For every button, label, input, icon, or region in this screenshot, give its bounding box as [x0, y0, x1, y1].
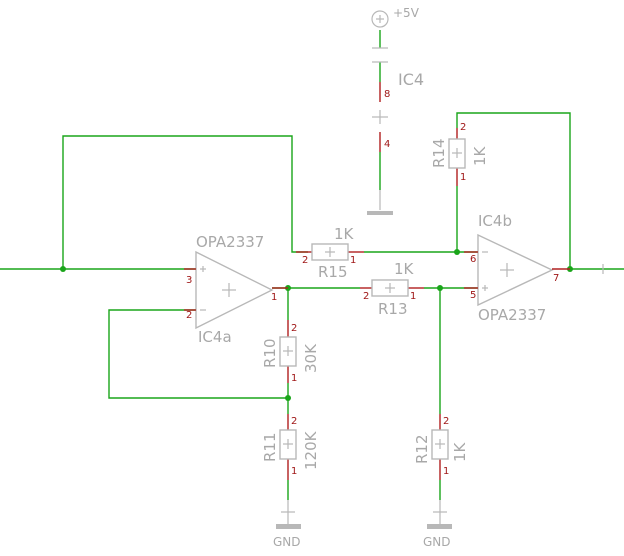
ic4a-value: OPA2337 — [196, 233, 264, 251]
r13-pin-a-number: 2 — [363, 291, 369, 302]
ground-label-right: GND — [423, 535, 451, 549]
ground-symbol-left: GND — [273, 500, 301, 549]
supply-ground-bar — [367, 211, 393, 215]
r10-pin-bottom-number: 1 — [291, 373, 297, 384]
junction-ic4b-plus[interactable] — [437, 285, 443, 291]
r15-pin-b-number: 1 — [350, 255, 356, 266]
junction-ic4b-inv[interactable] — [454, 249, 460, 255]
r15-value: 1K — [334, 225, 355, 243]
ic4-vcc-pin-number: 8 — [384, 89, 390, 100]
power-plus-icon — [371, 10, 389, 28]
output-terminal[interactable] — [570, 264, 624, 274]
r15-pin-a-number: 2 — [302, 255, 308, 266]
wire-r14-feedback[interactable] — [456, 112, 571, 269]
ic4b-pin-plus-number: 5 — [470, 290, 476, 301]
r11-value: 120K — [302, 430, 320, 470]
junctions — [60, 249, 573, 401]
r14-value: 1K — [471, 145, 489, 166]
ground-label-left: GND — [273, 535, 301, 549]
ic4a-pin-plus-number: 3 — [186, 275, 192, 286]
junction-input[interactable] — [60, 266, 66, 272]
supply-voltage-label: +5V — [393, 6, 420, 20]
r13-value: 1K — [394, 260, 415, 278]
supply-symbol: +5V — [371, 6, 420, 63]
ic4-label: IC4 — [398, 70, 424, 89]
ic4b-pin-out-number: 7 — [553, 273, 559, 284]
r10-name: R10 — [261, 338, 279, 368]
r11-pin-top-number: 2 — [291, 416, 297, 427]
r15-name: R15 — [318, 263, 348, 281]
wire-feedback-loop-r15[interactable] — [62, 135, 308, 269]
ic4a-pin-minus-number: 2 — [186, 310, 192, 321]
ic4a-pin-out-number: 1 — [271, 292, 277, 303]
resistor-r12[interactable]: 2 1 R12 1K — [413, 414, 469, 480]
ic4-power-unit: 8 4 IC4 — [367, 70, 424, 215]
junction-r10-r11[interactable] — [285, 395, 291, 401]
r12-pin-top-number: 2 — [443, 416, 449, 427]
r12-pin-bottom-number: 1 — [443, 466, 449, 477]
ic4b-pin-minus-number: 6 — [470, 254, 476, 265]
op-amp-ic4a[interactable]: 3 2 1 OPA2337 IC4a — [184, 233, 288, 346]
r11-pin-bottom-number: 1 — [291, 466, 297, 477]
r12-value: 1K — [451, 441, 469, 462]
ic4a-name: IC4a — [198, 328, 232, 346]
ic4b-value: OPA2337 — [478, 306, 546, 324]
r12-name: R12 — [413, 434, 431, 464]
ic4-gnd-pin-number: 4 — [384, 139, 390, 150]
r13-name: R13 — [378, 300, 408, 318]
resistor-r14[interactable]: 2 1 R14 1K — [430, 122, 489, 186]
r13-pin-b-number: 1 — [410, 291, 416, 302]
wires — [0, 30, 571, 500]
r14-pin-bottom-number: 1 — [460, 172, 466, 183]
resistor-r10[interactable]: 2 1 R10 30K — [261, 320, 320, 384]
r11-name: R11 — [261, 432, 279, 462]
resistor-r13[interactable]: 2 1 1K R13 — [360, 260, 424, 318]
ic4b-name: IC4b — [478, 212, 512, 230]
resistor-r15[interactable]: 2 1 1K R15 — [296, 225, 364, 281]
r10-pin-top-number: 2 — [291, 323, 297, 334]
r14-pin-top-number: 2 — [460, 122, 466, 133]
resistor-r11[interactable]: 2 1 R11 120K — [261, 414, 320, 480]
r14-name: R14 — [430, 138, 448, 168]
ground-symbol-right: GND — [423, 500, 452, 549]
op-amp-ic4b[interactable]: 6 5 7 IC4b OPA2337 — [464, 212, 570, 324]
wire-ic4a-inv-feedback[interactable] — [108, 309, 288, 399]
r10-value: 30K — [302, 343, 320, 373]
